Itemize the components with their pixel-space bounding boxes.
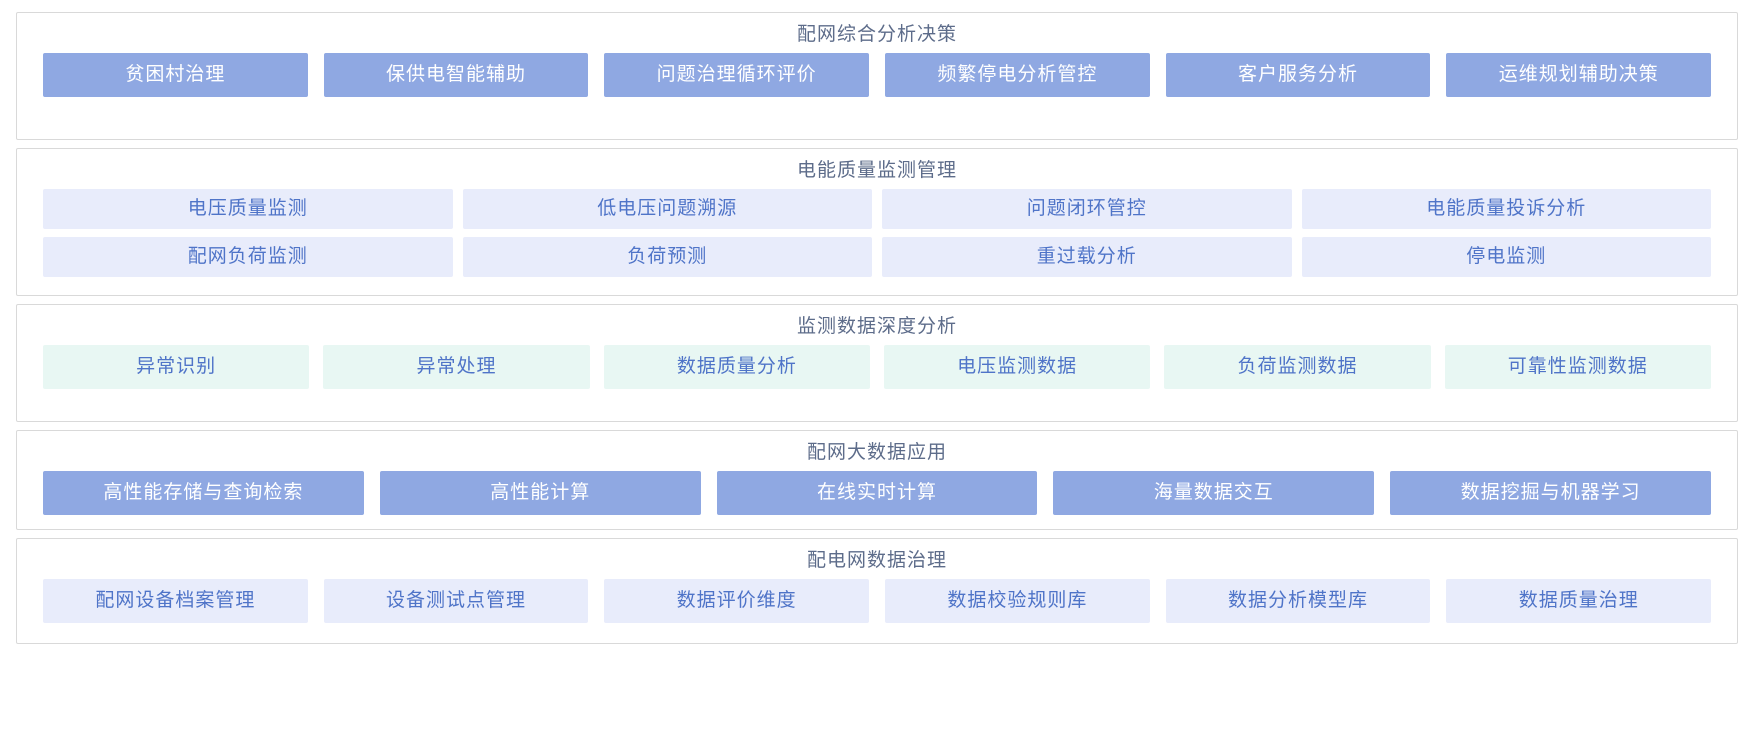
button-row: 异常识别异常处理数据质量分析电压监测数据负荷监测数据可靠性监测数据: [17, 345, 1737, 389]
section-title: 配电网数据治理: [806, 550, 947, 571]
section-peidianwang-shuju-zhili: 配电网数据治理配网设备档案管理设备测试点管理数据评价维度数据校验规则库数据分析模…: [16, 538, 1738, 644]
module-button[interactable]: 异常处理: [323, 345, 590, 389]
module-button[interactable]: 数据校验规则库: [885, 579, 1150, 623]
module-button[interactable]: 负荷预测: [462, 237, 872, 277]
module-button[interactable]: 保供电智能辅助: [323, 53, 589, 97]
module-button[interactable]: 问题治理循环评价: [604, 53, 870, 97]
module-button[interactable]: 运维规划辅助决策: [1446, 53, 1712, 97]
module-button[interactable]: 数据评价维度: [604, 579, 870, 623]
section-dianneng-zhiliang-jiance-guanli: 电能质量监测管理电压质量监测低电压问题溯源问题闭环管控电能质量投诉分析配网负荷监…: [16, 148, 1738, 296]
module-button[interactable]: 数据挖掘与机器学习: [1390, 471, 1711, 515]
button-row: 配网负荷监测负荷预测重过载分析停电监测: [17, 237, 1737, 277]
module-button[interactable]: 问题闭环管控: [882, 189, 1292, 229]
section-peiwang-zonghe-fenxi-juece: 配网综合分析决策贫困村治理保供电智能辅助问题治理循环评价频繁停电分析管控客户服务…: [16, 12, 1738, 140]
module-button[interactable]: 异常识别: [43, 345, 310, 389]
section-title: 配网综合分析决策: [796, 24, 957, 45]
button-row: 贫困村治理保供电智能辅助问题治理循环评价频繁停电分析管控客户服务分析运维规划辅助…: [17, 53, 1737, 97]
button-row: 配网设备档案管理设备测试点管理数据评价维度数据校验规则库数据分析模型库数据质量治…: [17, 579, 1737, 623]
module-button[interactable]: 低电压问题溯源: [462, 189, 872, 229]
section-title: 配网大数据应用: [806, 442, 947, 463]
module-button[interactable]: 高性能计算: [379, 471, 701, 515]
module-button[interactable]: 负荷监测数据: [1164, 345, 1431, 389]
module-button[interactable]: 数据分析模型库: [1165, 579, 1431, 623]
module-button[interactable]: 高性能存储与查询检索: [43, 471, 364, 515]
module-button[interactable]: 停电监测: [1301, 237, 1711, 277]
module-button[interactable]: 电压质量监测: [43, 189, 453, 229]
module-button[interactable]: 数据质量分析: [603, 345, 870, 389]
module-button[interactable]: 配网负荷监测: [43, 237, 453, 277]
section-title: 监测数据深度分析: [796, 316, 957, 337]
module-button[interactable]: 频繁停电分析管控: [885, 53, 1150, 97]
module-button[interactable]: 海量数据交互: [1053, 471, 1375, 515]
module-button[interactable]: 电压监测数据: [883, 345, 1151, 389]
section-jiance-shuju-shendu-fenxi: 监测数据深度分析异常识别异常处理数据质量分析电压监测数据负荷监测数据可靠性监测数…: [16, 304, 1738, 422]
section-peiwang-dashuju-yingyong: 配网大数据应用高性能存储与查询检索高性能计算在线实时计算海量数据交互数据挖掘与机…: [16, 430, 1738, 530]
module-button[interactable]: 客户服务分析: [1165, 53, 1431, 97]
module-button[interactable]: 可靠性监测数据: [1444, 345, 1711, 389]
module-button[interactable]: 数据质量治理: [1446, 579, 1712, 623]
module-button[interactable]: 在线实时计算: [716, 471, 1038, 515]
module-button[interactable]: 贫困村治理: [43, 53, 308, 97]
module-button[interactable]: 设备测试点管理: [323, 579, 589, 623]
button-row: 高性能存储与查询检索高性能计算在线实时计算海量数据交互数据挖掘与机器学习: [17, 471, 1737, 515]
section-title: 电能质量监测管理: [796, 160, 957, 181]
module-button[interactable]: 电能质量投诉分析: [1301, 189, 1711, 229]
module-button[interactable]: 重过载分析: [882, 237, 1292, 277]
module-button[interactable]: 配网设备档案管理: [43, 579, 308, 623]
button-row: 电压质量监测低电压问题溯源问题闭环管控电能质量投诉分析: [17, 189, 1737, 229]
